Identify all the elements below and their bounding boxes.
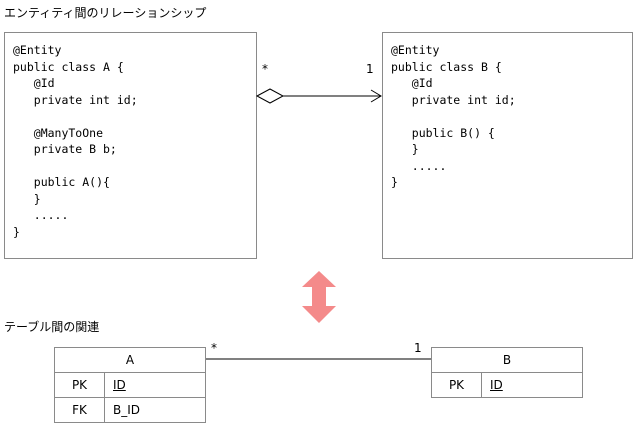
entity-b-line-9: } bbox=[391, 175, 398, 189]
entity-b-line-4: private int id; bbox=[391, 92, 516, 107]
table-a-key-1: PK bbox=[54, 372, 105, 398]
entity-target-multiplicity: 1 bbox=[366, 62, 374, 76]
table-row: PK ID bbox=[431, 372, 583, 398]
bidirectional-arrow-icon bbox=[302, 271, 336, 323]
entity-a-line-6: @ManyToOne bbox=[13, 125, 104, 140]
entity-b-line-2: public class B { bbox=[391, 59, 502, 74]
entity-a-line-11: ..... bbox=[13, 208, 69, 222]
entity-b-line-6: public B() { bbox=[391, 125, 495, 140]
table-target-multiplicity: 1 bbox=[414, 341, 422, 355]
table-b-column-1: ID bbox=[481, 372, 583, 398]
table-relation-title: テーブル間の関連 bbox=[4, 320, 100, 334]
aggregation-diamond-icon bbox=[255, 88, 285, 104]
entity-a-box: @Entity public class A { @Id private int… bbox=[4, 32, 257, 259]
table-b: B PK ID bbox=[431, 347, 583, 398]
table-b-key-1: PK bbox=[431, 372, 482, 398]
table-a-column-1-text: ID bbox=[113, 378, 126, 392]
entity-b-line-7: } bbox=[391, 142, 419, 156]
entity-b-line-1: @Entity bbox=[391, 43, 440, 57]
table-b-name: B bbox=[431, 347, 583, 373]
table-a-column-2: B_ID bbox=[104, 397, 206, 423]
entity-a-line-10: } bbox=[13, 191, 41, 206]
entity-a-line-3: @Id bbox=[13, 76, 55, 90]
table-row: PK ID bbox=[54, 372, 206, 398]
table-a-column-1: ID bbox=[104, 372, 206, 398]
entity-source-multiplicity: * bbox=[262, 62, 268, 76]
entity-a-line-2: public class A { bbox=[13, 59, 124, 74]
entity-a-line-7: private B b; bbox=[13, 142, 117, 156]
entity-a-line-4: private int id; bbox=[13, 92, 138, 107]
table-b-column-1-text: ID bbox=[490, 378, 503, 392]
table-row: FK B_ID bbox=[54, 397, 206, 423]
entity-b-line-8: ..... bbox=[391, 158, 447, 173]
table-source-multiplicity: * bbox=[211, 341, 217, 355]
navigation-arrow-icon bbox=[370, 89, 382, 103]
entity-b-box: @Entity public class B { @Id private int… bbox=[382, 32, 633, 259]
table-a-name: A bbox=[54, 347, 206, 373]
entity-relationship-title: エンティティ間のリレーションシップ bbox=[4, 6, 207, 20]
entity-a-line-12: } bbox=[13, 224, 20, 239]
entity-a-line-1: @Entity bbox=[13, 43, 62, 57]
entity-a-line-9: public A(){ bbox=[13, 175, 110, 189]
table-a-key-2: FK bbox=[54, 397, 105, 423]
table-a: A PK ID FK B_ID bbox=[54, 347, 206, 423]
entity-b-line-3: @Id bbox=[391, 76, 433, 90]
